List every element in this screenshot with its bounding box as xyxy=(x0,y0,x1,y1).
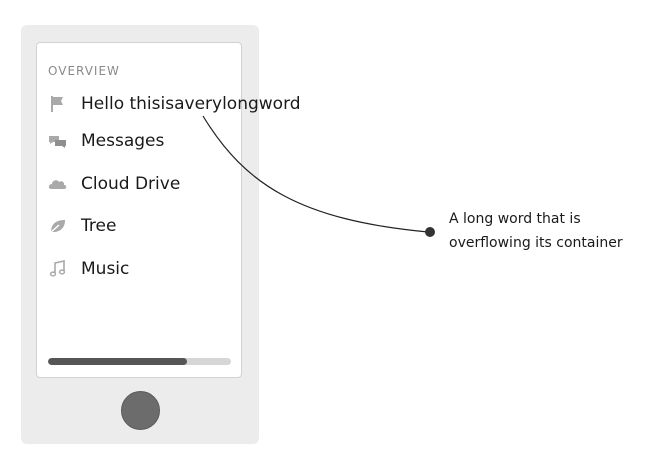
home-button[interactable] xyxy=(121,391,160,430)
section-label-overview: OVERVIEW xyxy=(48,64,120,78)
menu-item-label: Messages xyxy=(81,131,165,151)
chat-bubbles-icon xyxy=(48,131,68,151)
menu-item-label: Tree xyxy=(81,216,117,236)
menu-item-label: Hello thisisaverylongword xyxy=(81,94,301,114)
leaf-icon xyxy=(48,216,68,236)
progress-bar-fill xyxy=(48,358,188,365)
phone-screen: OVERVIEW Hello thisisaverylongword xyxy=(36,42,301,378)
annotation-line-1: A long word that is xyxy=(449,211,581,227)
phone-device: OVERVIEW Hello thisisaverylongword xyxy=(21,25,301,444)
progress-bar xyxy=(48,358,231,365)
menu-item-label: Cloud Drive xyxy=(81,174,181,194)
flag-icon xyxy=(48,94,68,114)
annotation-line-2: overflowing its container xyxy=(449,235,623,251)
menu-item-label: Music xyxy=(81,259,130,279)
annotation-dot xyxy=(425,227,435,237)
annotation-text: A long word that is overflowing its cont… xyxy=(449,207,639,255)
music-note-icon xyxy=(48,259,68,279)
cloud-icon xyxy=(48,174,68,194)
